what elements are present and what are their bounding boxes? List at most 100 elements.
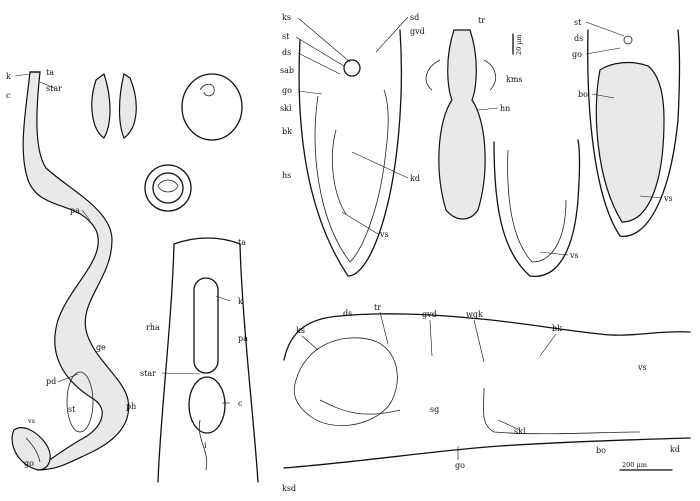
label-b-k: k (238, 297, 243, 306)
stylet-basis-outline (314, 89, 389, 263)
leader-a-star (39, 81, 55, 89)
label-a-c: c (6, 91, 11, 100)
leader-e-vs (539, 251, 569, 256)
label-c-skl: skl (280, 104, 292, 113)
gonopore-duct (25, 437, 41, 463)
egg-outline (181, 73, 243, 141)
leader-d-hn (477, 107, 499, 111)
bursa-outer-outline (587, 29, 681, 237)
label-a-vs: vs (27, 417, 35, 425)
leader-g-bk (539, 333, 557, 357)
egg-and-section (144, 73, 243, 212)
anterior-edge (173, 237, 241, 245)
label-g-skl: skl (514, 427, 526, 436)
panel-b-labels: ta k rha pa star c i (140, 238, 248, 450)
label-d-kms: kms (506, 75, 523, 84)
label-a-star: star (46, 84, 62, 93)
panel-c-labels: ks st ds sab go skl bk hs sd gvd kd vs (280, 13, 425, 239)
proboscis-sheath (193, 277, 219, 374)
label-d-tr: tr (478, 16, 485, 25)
panel-a-worm-drawing (11, 71, 130, 471)
worm-body-outline (22, 71, 130, 471)
panel-e-labels: vs (539, 251, 579, 260)
leader-c-ds (297, 52, 341, 75)
label-a-ta: ta (46, 68, 54, 77)
leader-f-st (585, 21, 625, 37)
label-b-star: star (140, 369, 156, 378)
label-b-i: i (204, 441, 207, 450)
panel-a-labels: k c ta star pa ge pd st ph go vs (6, 68, 136, 468)
leader-f-vs (639, 195, 663, 199)
label-c-go: go (282, 86, 292, 95)
leader-g-gvd (429, 319, 433, 357)
stylet-bulb-line (331, 129, 347, 215)
leader-c-go (297, 90, 323, 95)
leader-c-st (295, 36, 345, 67)
label-c-st: st (282, 32, 290, 41)
label-g-ds: ds (343, 309, 352, 318)
label-g-vs: vs (637, 363, 647, 372)
leader-c-ks (297, 17, 351, 63)
label-c-bk: bk (282, 127, 292, 136)
label-f-bo: bo (578, 90, 588, 99)
section-dorsal-outline (283, 313, 691, 361)
label-c-ks: ks (282, 13, 291, 22)
label-c-sab: sab (280, 66, 294, 75)
leader-c-vs (341, 211, 379, 235)
label-g-kd: kd (670, 445, 680, 454)
panel-e-posterior (493, 139, 581, 277)
label-g-wgk: wgk (466, 310, 483, 319)
stylet-detail-outline (438, 29, 486, 220)
section-ksd-duct (319, 399, 401, 415)
panel-d-labels: tr kms hn 20 µm (477, 16, 523, 113)
label-b-c: c (238, 399, 243, 408)
leader-c-sd (375, 16, 409, 53)
worm-tail-outline (11, 427, 51, 471)
bursa-pore (623, 35, 633, 45)
section-skl (483, 387, 641, 435)
bursa-body (595, 61, 665, 223)
kms-left (425, 59, 441, 91)
label-g-tr: tr (374, 303, 381, 312)
stylet-central (343, 59, 361, 77)
panel-b-anterior-drawing (157, 237, 259, 483)
panel-f-labels: st ds go bo vs (572, 18, 673, 203)
section-lumen (157, 179, 179, 193)
label-c-sd: sd (410, 13, 419, 22)
label-a-st: st (68, 405, 76, 414)
label-f-go: go (572, 50, 582, 59)
panel-d-stylet-detail (425, 29, 514, 220)
label-c-vs: vs (379, 230, 389, 239)
posterior-outline (493, 139, 581, 277)
label-c-ds: ds (282, 48, 291, 57)
label-b-rha: rha (146, 323, 160, 332)
anterior-right-wall (239, 243, 259, 483)
label-a-k: k (6, 72, 11, 81)
leader-a-k (14, 73, 31, 77)
label-e-vs: vs (569, 251, 579, 260)
label-d-hn: hn (500, 104, 510, 113)
label-f-vs: vs (663, 194, 673, 203)
label-f-st: st (574, 18, 582, 27)
section-ventral-outline (283, 437, 691, 469)
leader-g-tr (379, 311, 389, 345)
label-b-ta: ta (238, 238, 246, 247)
egg-embryo (199, 83, 215, 97)
label-a-ph: ph (126, 402, 136, 411)
section-outer-ring (144, 164, 192, 212)
label-f-ds: ds (574, 34, 583, 43)
leader-g-skl (497, 419, 521, 431)
panel-c-stylet-drawing (298, 29, 402, 277)
label-g-gvd: gvd (422, 310, 437, 319)
label-g-ksd: ksd (282, 484, 296, 493)
panel-g-labels: ks ds tr gvd wgk bk vs sg skl bo go kd k… (282, 303, 680, 493)
leader-b-k (215, 295, 231, 302)
spine-illustrations (91, 73, 137, 139)
leader-g-wgk (473, 319, 485, 363)
stylet-body-outline (298, 29, 402, 277)
spine-left (91, 73, 111, 139)
anterior-left-wall (157, 243, 175, 483)
panel-g-section (283, 313, 691, 471)
